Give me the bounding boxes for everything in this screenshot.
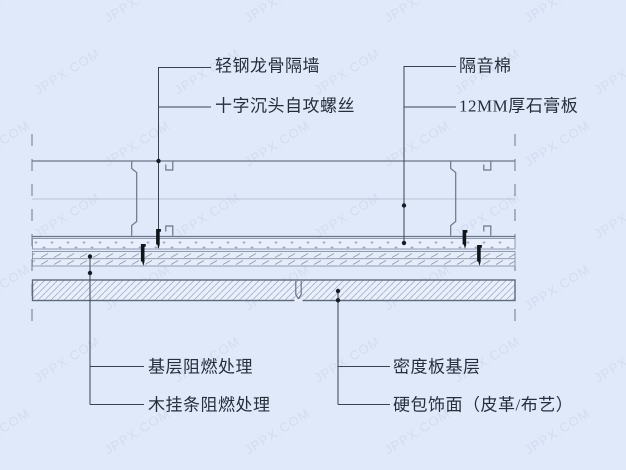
leader-insulation [403,66,456,243]
label-hard-pack-finish: 硬包饰面（皮革/布艺） [393,395,574,415]
right-steel-stud [450,161,492,236]
leader-dots [87,158,407,303]
leader-lines [89,66,456,405]
base-board-layer [32,251,516,267]
label-sound-insulation: 隔音棉 [459,56,512,76]
wall-cavity-lines [32,160,515,238]
label-wood-strip-fire-treatment: 木挂条阻燃处理 [148,395,271,415]
label-density-board-base: 密度板基层 [393,357,481,377]
leader-bottom-right [337,291,390,405]
board-v-joint [295,281,302,300]
label-base-fire-treatment: 基层阻燃处理 [148,357,253,377]
label-steel-keel: 轻钢龙骨隔墙 [215,56,320,76]
label-self-tapping-screw: 十字沉头自攻螺丝 [215,96,355,116]
label-gypsum-board: 12MM厚石膏板 [459,96,579,116]
self-tapping-screws [140,229,482,266]
leader-steel-keel [158,67,211,248]
density-board-layer [31,279,516,302]
left-steel-stud [131,161,174,236]
gypsum-board-layer [32,238,516,250]
leader-bottom-left [89,256,144,405]
section-break-lines [31,134,516,329]
